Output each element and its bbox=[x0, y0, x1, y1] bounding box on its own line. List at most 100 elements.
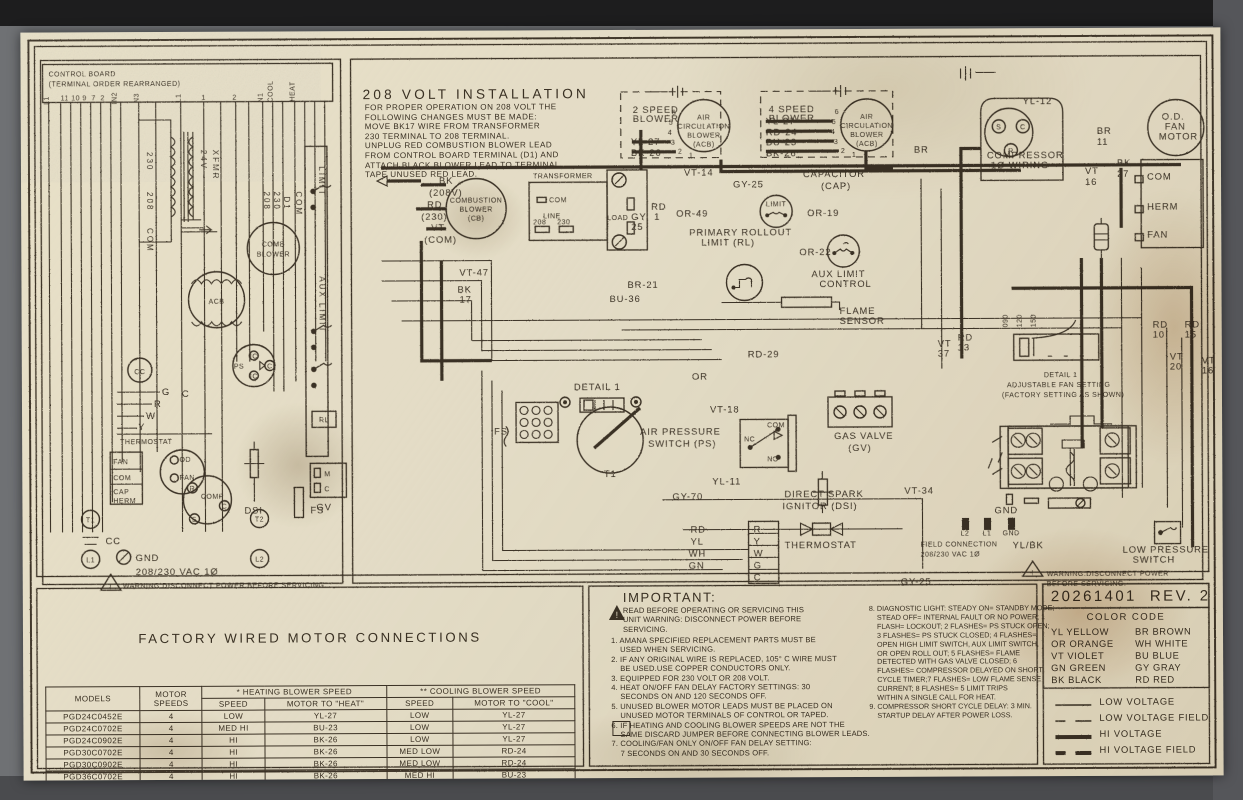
svg-text:16: 16 bbox=[1202, 364, 1214, 375]
svg-text:1: 1 bbox=[689, 153, 693, 160]
svg-text:7: 7 bbox=[91, 95, 95, 102]
svg-text:!: ! bbox=[1032, 570, 1034, 577]
svg-text:C: C bbox=[222, 504, 228, 511]
svg-text:VT-14: VT-14 bbox=[684, 167, 714, 178]
svg-text:YL/BK: YL/BK bbox=[1013, 539, 1044, 550]
svg-text:10: 10 bbox=[1153, 329, 1165, 340]
svg-text:HERM: HERM bbox=[113, 498, 136, 505]
svg-text:LIMIT: LIMIT bbox=[766, 201, 787, 208]
svg-text:THERMOSTAT: THERMOSTAT bbox=[120, 439, 172, 446]
svg-text:IGNITOR (DSI): IGNITOR (DSI) bbox=[782, 500, 857, 511]
svg-text:BR: BR bbox=[914, 144, 929, 155]
svg-text:COM: COM bbox=[113, 475, 131, 482]
svg-text:N3: N3 bbox=[134, 93, 141, 103]
svg-text:(CB): (CB) bbox=[468, 216, 484, 223]
svg-text:SWITCH: SWITCH bbox=[1133, 554, 1175, 565]
svg-text:OR-22: OR-22 bbox=[799, 246, 831, 257]
svg-text:W: W bbox=[754, 547, 764, 558]
svg-text:2: 2 bbox=[232, 95, 236, 102]
svg-text:L2: L2 bbox=[961, 530, 970, 537]
svg-text:208: 208 bbox=[262, 192, 271, 211]
th-motor-heat: MOTOR TO "HEAT" bbox=[264, 697, 387, 711]
svg-text:(COM): (COM) bbox=[424, 234, 457, 245]
svg-text:IC: IC bbox=[250, 354, 258, 361]
svg-text:OR-49: OR-49 bbox=[676, 208, 708, 219]
svg-text:COM: COM bbox=[294, 191, 303, 216]
svg-text:1: 1 bbox=[852, 152, 856, 159]
svg-text:HEAT: HEAT bbox=[290, 81, 297, 101]
dark-top-band bbox=[0, 0, 1243, 26]
svg-text:CAP: CAP bbox=[113, 489, 129, 496]
svg-text:27: 27 bbox=[1117, 168, 1129, 179]
svg-text:VT: VT bbox=[431, 222, 445, 233]
svg-text:WH: WH bbox=[689, 548, 706, 559]
svg-text:13: 13 bbox=[958, 341, 970, 352]
color-code-entry: RD RED bbox=[1135, 673, 1175, 685]
svg-text:RD-29: RD-29 bbox=[748, 348, 780, 359]
svg-text:DSI: DSI bbox=[244, 505, 262, 516]
svg-text:BU-23: BU-23 bbox=[766, 136, 797, 147]
svg-text:COMB: COMB bbox=[262, 241, 285, 248]
svg-text:COOL: COOL bbox=[268, 81, 275, 103]
svg-text:VT-18: VT-18 bbox=[710, 403, 740, 414]
svg-text:FS: FS bbox=[494, 425, 508, 436]
svg-text:COMBUSTION: COMBUSTION bbox=[450, 198, 502, 205]
svg-text:LOAD: LOAD bbox=[607, 215, 628, 222]
svg-text:L2: L2 bbox=[255, 557, 264, 564]
color-code-entry: GY GRAY bbox=[1135, 661, 1182, 673]
svg-text:W: W bbox=[146, 410, 156, 421]
svg-text:BR-21: BR-21 bbox=[627, 279, 658, 290]
svg-text:IC: IC bbox=[250, 374, 258, 381]
svg-text:T2: T2 bbox=[255, 517, 264, 524]
svg-text:OR: OR bbox=[692, 371, 708, 382]
svg-text:15: 15 bbox=[1185, 328, 1197, 339]
motor-table-title: FACTORY WIRED MOTOR CONNECTIONS bbox=[138, 629, 482, 647]
svg-text:R: R bbox=[154, 398, 162, 409]
svg-text:AIR: AIR bbox=[697, 115, 710, 122]
svg-text:10: 10 bbox=[71, 95, 80, 102]
svg-text:C: C bbox=[754, 571, 762, 582]
important-item: 9. COMPRESSOR SHORT CYCLE DELAY: 3 MIN. … bbox=[869, 701, 1032, 720]
important-item: 8. DIAGNOSTIC LIGHT: STEADY ON= STANDBY … bbox=[868, 603, 1055, 702]
svg-text:208: 208 bbox=[145, 192, 154, 211]
svg-text:090: 090 bbox=[1003, 314, 1010, 327]
svg-text:GND: GND bbox=[1003, 530, 1020, 537]
important-warning: READ BEFORE OPERATING OR SERVICING THIS … bbox=[622, 605, 805, 634]
color-code-entry: BR BROWN bbox=[1134, 625, 1192, 637]
svg-text:VT-47: VT-47 bbox=[459, 267, 489, 278]
svg-text:(ACB): (ACB) bbox=[693, 142, 715, 149]
svg-text:(GV): (GV) bbox=[848, 442, 871, 453]
install-note-title: 208 VOLT INSTALLATION bbox=[362, 86, 590, 103]
svg-text:208/230 VAC 1Ø: 208/230 VAC 1Ø bbox=[921, 551, 980, 558]
svg-text:AUX LIMIT: AUX LIMIT bbox=[317, 276, 326, 333]
svg-text:Y: Y bbox=[138, 421, 145, 432]
svg-text:CONTROL: CONTROL bbox=[819, 278, 871, 289]
svg-text:MOTOR: MOTOR bbox=[1159, 130, 1198, 141]
svg-text:T1: T1 bbox=[604, 468, 617, 479]
svg-text:FIELD CONNECTION: FIELD CONNECTION bbox=[921, 541, 998, 548]
svg-text:150: 150 bbox=[1031, 314, 1038, 327]
svg-text:DETAIL 1: DETAIL 1 bbox=[574, 381, 621, 392]
th-cooling-group: ** COOLING BLOWER SPEED bbox=[386, 684, 575, 698]
line-legend-entry: LOW VOLTAGE bbox=[1099, 695, 1175, 707]
svg-text:YL-27: YL-27 bbox=[766, 115, 796, 126]
svg-text:!: ! bbox=[616, 610, 619, 620]
svg-text:BK-26: BK-26 bbox=[631, 147, 662, 158]
svg-text:OD: OD bbox=[179, 457, 191, 464]
color-code-entry: WH WHITE bbox=[1135, 637, 1189, 649]
line-legend-entry: LOW VOLTAGE FIELD bbox=[1099, 711, 1210, 723]
svg-text:YL-12: YL-12 bbox=[1023, 95, 1053, 106]
color-code-title: COLOR CODE bbox=[1086, 611, 1166, 623]
svg-text:DETAIL 1: DETAIL 1 bbox=[1044, 372, 1078, 379]
svg-text:(TERMINAL ORDER REARRANGED): (TERMINAL ORDER REARRANGED) bbox=[49, 81, 181, 89]
svg-text:C: C bbox=[182, 388, 190, 399]
svg-text:2: 2 bbox=[100, 95, 104, 102]
svg-text:L1: L1 bbox=[44, 96, 51, 105]
important-title: IMPORTANT: bbox=[622, 589, 717, 605]
color-code-entry: GN GREEN bbox=[1051, 661, 1106, 674]
svg-text:COM: COM bbox=[1147, 171, 1172, 182]
